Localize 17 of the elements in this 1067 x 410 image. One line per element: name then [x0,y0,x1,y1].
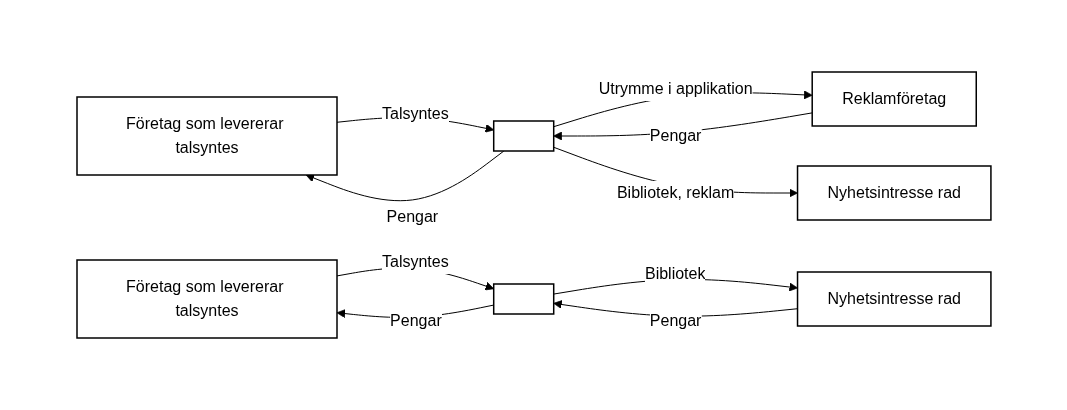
edge-label: Talsyntes [381,253,449,270]
node-box: Företag som levererar talsyntes [75,259,338,339]
edge-label: Pengar [649,127,701,144]
edge-label: Pengar [389,311,442,329]
arrow [305,150,504,202]
edge-label: Pengar [386,207,438,225]
node-box: Företag som levererar talsyntes [75,96,338,176]
node-box: Nyhetsintresse rad [796,165,992,221]
node-box: Nyhetsintresse rad [796,271,992,327]
node-box [492,120,554,152]
node-box [492,283,554,315]
node-box: Reklamföretag [811,71,977,127]
edge-label: Bibliotek [644,265,705,283]
edge-label: Pengar [649,312,701,329]
edge-label: Utrymme i applikation [598,80,753,97]
edge-label: Talsyntes [381,105,449,122]
edge-label: Bibliotek, reklam [616,184,734,201]
